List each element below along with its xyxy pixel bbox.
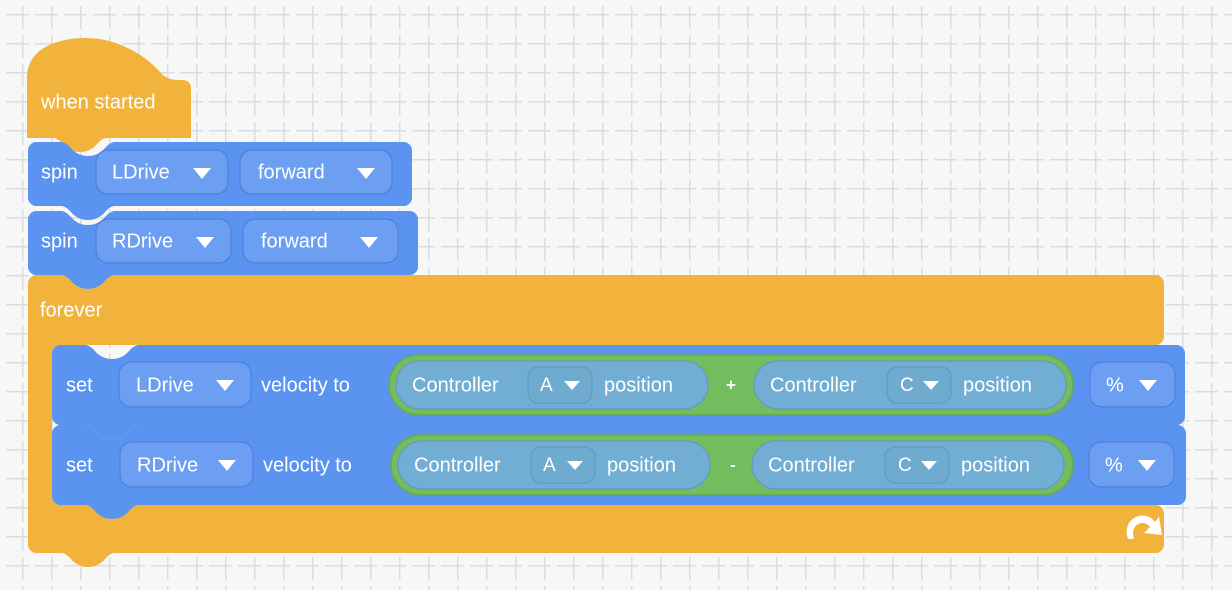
chevron-down-icon xyxy=(357,168,375,179)
controller-a-position-reporter-left[interactable]: Controller A position xyxy=(395,360,709,410)
spin-rdrive-motor-dropdown[interactable]: RDrive xyxy=(95,218,232,264)
set-rdrive-unit-dropdown[interactable]: % xyxy=(1088,441,1175,488)
controller-suffix-label: position xyxy=(961,454,1030,476)
controller-axis-dropdown[interactable]: C xyxy=(886,366,952,404)
controller-axis-dropdown[interactable]: A xyxy=(530,446,596,484)
set-ldrive-velocity-block[interactable]: set LDrive velocity to Controller A xyxy=(52,345,1185,439)
operator-subtract-sign: - xyxy=(730,455,736,474)
when-started-hat-shape xyxy=(27,38,191,152)
controller-prefix-label: Controller xyxy=(414,454,501,476)
dropdown-background xyxy=(242,218,399,264)
spin-ldrive-block[interactable]: spin LDrive forward xyxy=(28,142,412,220)
controller-axis-value: A xyxy=(543,455,556,476)
controller-axis-value: C xyxy=(900,375,914,396)
set-ldrive-unit-dropdown[interactable]: % xyxy=(1089,361,1176,408)
dropdown-background xyxy=(95,218,232,264)
set-rdrive-unit-value: % xyxy=(1105,454,1123,476)
dropdown-background xyxy=(95,149,229,195)
chevron-down-icon xyxy=(196,237,214,248)
set-ldrive-unit-value: % xyxy=(1106,374,1124,396)
controller-axis-dropdown[interactable]: A xyxy=(527,366,593,404)
dropdown-background xyxy=(119,441,254,488)
dropdown-background xyxy=(1089,361,1176,408)
chevron-down-icon xyxy=(923,381,939,390)
forever-loop-shape xyxy=(28,275,1164,567)
spin-ldrive-direction-value: forward xyxy=(258,161,325,183)
dropdown-background xyxy=(1088,441,1175,488)
chevron-down-icon xyxy=(218,460,236,471)
controller-prefix-label: Controller xyxy=(770,374,857,396)
controller-axis-dropdown[interactable]: C xyxy=(884,446,950,484)
dropdown-background xyxy=(886,366,952,404)
chevron-down-icon xyxy=(360,237,378,248)
dropdown-background xyxy=(884,446,950,484)
controller-axis-value: C xyxy=(898,455,912,476)
chevron-down-icon xyxy=(193,168,211,179)
controller-suffix-label: position xyxy=(963,374,1032,396)
chevron-down-icon xyxy=(564,381,580,390)
spin-rdrive-block[interactable]: spin RDrive forward xyxy=(28,211,418,289)
set-rdrive-motor-dropdown[interactable]: RDrive xyxy=(119,441,254,488)
chevron-down-icon xyxy=(567,461,583,470)
spin-rdrive-verb-label: spin xyxy=(41,230,78,252)
spin-rdrive-direction-value: forward xyxy=(261,230,328,252)
set-rdrive-motor-value: RDrive xyxy=(137,454,198,476)
controller-c-position-reporter-right[interactable]: Controller C position xyxy=(753,360,1067,410)
spin-ldrive-direction-dropdown[interactable]: forward xyxy=(239,149,393,195)
controller-axis-value: A xyxy=(540,375,553,396)
controller-suffix-label: position xyxy=(607,454,676,476)
set-rdrive-velocity-label: velocity to xyxy=(263,454,352,476)
spin-ldrive-motor-dropdown[interactable]: LDrive xyxy=(95,149,229,195)
spin-rdrive-motor-value: RDrive xyxy=(112,230,173,252)
set-ldrive-verb-label: set xyxy=(66,374,93,396)
operator-subtract-block[interactable]: Controller A position - Controller C xyxy=(390,434,1074,496)
dropdown-background xyxy=(118,361,252,408)
chevron-down-icon xyxy=(921,461,937,470)
forever-loop-block[interactable]: forever xyxy=(28,275,1164,567)
set-rdrive-verb-label: set xyxy=(66,454,93,476)
chevron-down-icon xyxy=(1139,380,1157,391)
spin-ldrive-motor-value: LDrive xyxy=(112,161,170,183)
forever-label: forever xyxy=(40,299,103,321)
controller-a-position-reporter-left[interactable]: Controller A position xyxy=(397,440,711,490)
when-started-hat-block[interactable]: when started xyxy=(27,38,191,152)
chevron-down-icon xyxy=(216,380,234,391)
set-ldrive-motor-value: LDrive xyxy=(136,374,194,396)
set-ldrive-motor-dropdown[interactable]: LDrive xyxy=(118,361,252,408)
controller-c-position-reporter-right[interactable]: Controller C position xyxy=(751,440,1065,490)
loop-arrow-icon xyxy=(1126,515,1162,539)
set-rdrive-velocity-block[interactable]: set RDrive velocity to Controller A xyxy=(52,425,1186,519)
operator-add-sign: + xyxy=(726,375,736,394)
controller-suffix-label: position xyxy=(604,374,673,396)
dropdown-background xyxy=(530,446,596,484)
dropdown-background xyxy=(527,366,593,404)
spin-rdrive-direction-dropdown[interactable]: forward xyxy=(242,218,399,264)
controller-prefix-label: Controller xyxy=(412,374,499,396)
operator-add-block[interactable]: Controller A position + Controller C xyxy=(388,354,1074,416)
dropdown-background xyxy=(239,149,393,195)
when-started-label: when started xyxy=(40,91,156,113)
set-ldrive-velocity-label: velocity to xyxy=(261,374,350,396)
chevron-down-icon xyxy=(1138,460,1156,471)
spin-ldrive-verb-label: spin xyxy=(41,161,78,183)
controller-prefix-label: Controller xyxy=(768,454,855,476)
